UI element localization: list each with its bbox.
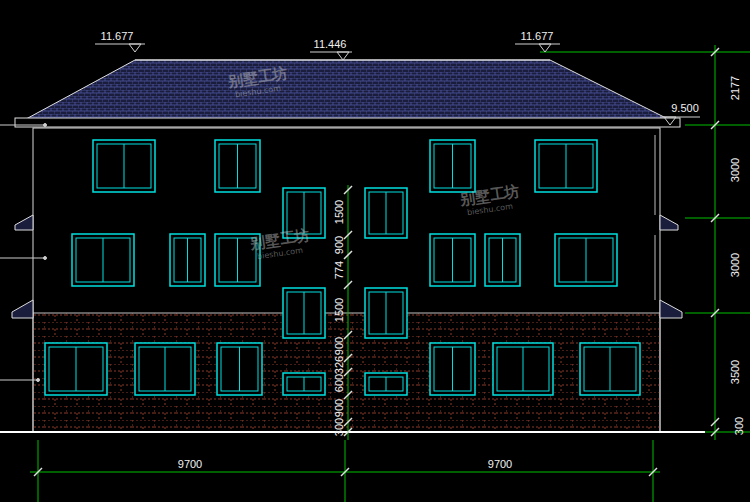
- window-symbol: [430, 234, 475, 286]
- dimension-tick: [711, 214, 719, 222]
- window-symbol: [493, 343, 553, 395]
- window-symbol: [365, 288, 407, 338]
- window-symbol: [535, 140, 597, 192]
- dimension-text: 600: [334, 374, 345, 392]
- dimension-tick: [711, 428, 719, 436]
- dimension-text: 300: [734, 417, 745, 435]
- elevation-mark: 11.677: [521, 31, 554, 42]
- dimension-tick: [34, 468, 42, 476]
- dimension-tick: [341, 468, 349, 476]
- window-symbol: [283, 288, 325, 338]
- dimension-tick: [344, 281, 352, 289]
- dimension-text: 774: [334, 261, 345, 279]
- window-symbol: [430, 140, 475, 192]
- dimension-text: 900: [334, 399, 345, 417]
- dimension-tick: [344, 231, 352, 239]
- dimension-tick: [344, 391, 352, 399]
- dimension-text: 9700: [488, 459, 512, 470]
- dimension-tick: [344, 331, 352, 339]
- window-symbol: [93, 140, 155, 192]
- dimension-text: 1500: [334, 200, 345, 224]
- dimension-tick: [711, 309, 719, 317]
- elevation-mark: 9.500: [671, 103, 699, 114]
- dimension-tick: [344, 251, 352, 259]
- window-symbol: [430, 343, 475, 395]
- window-symbol: [365, 373, 407, 395]
- dimension-text: 3000: [730, 158, 741, 182]
- dimension-tick: [344, 186, 352, 194]
- dimension-text: 1500: [334, 298, 345, 322]
- dimension-text: 3000: [730, 253, 741, 277]
- window-symbol: [215, 140, 260, 192]
- window-symbol: [580, 343, 640, 395]
- window-symbol: [283, 373, 325, 395]
- elevation-mark: 11.677: [101, 31, 134, 42]
- elevation-mark: 11.446: [314, 39, 347, 50]
- window-symbol: [72, 234, 134, 286]
- window-symbol: [135, 343, 195, 395]
- dimension-text: 9700: [178, 459, 202, 470]
- dimension-tick: [344, 368, 352, 376]
- window-symbol: [555, 234, 617, 286]
- dimension-text: 2177: [730, 76, 741, 100]
- dimension-tick: [711, 121, 719, 129]
- dimension-text: 900: [334, 337, 345, 355]
- window-symbol: [485, 234, 520, 286]
- dimension-tick: [344, 418, 352, 426]
- window-symbol: [170, 234, 205, 286]
- dimension-tick: [344, 428, 352, 436]
- dimension-text: 326: [334, 356, 345, 374]
- dimension-tick: [344, 354, 352, 362]
- dimension-text: 3500: [730, 360, 741, 384]
- dimension-text: 300: [334, 418, 345, 436]
- window-symbol: [365, 188, 407, 238]
- window-symbol: [217, 343, 262, 395]
- dimension-text: 900: [334, 236, 345, 254]
- window-symbol: [45, 343, 107, 395]
- dimension-tick: [649, 468, 657, 476]
- dimension-tick: [711, 48, 719, 56]
- dimension-tick: [711, 418, 719, 426]
